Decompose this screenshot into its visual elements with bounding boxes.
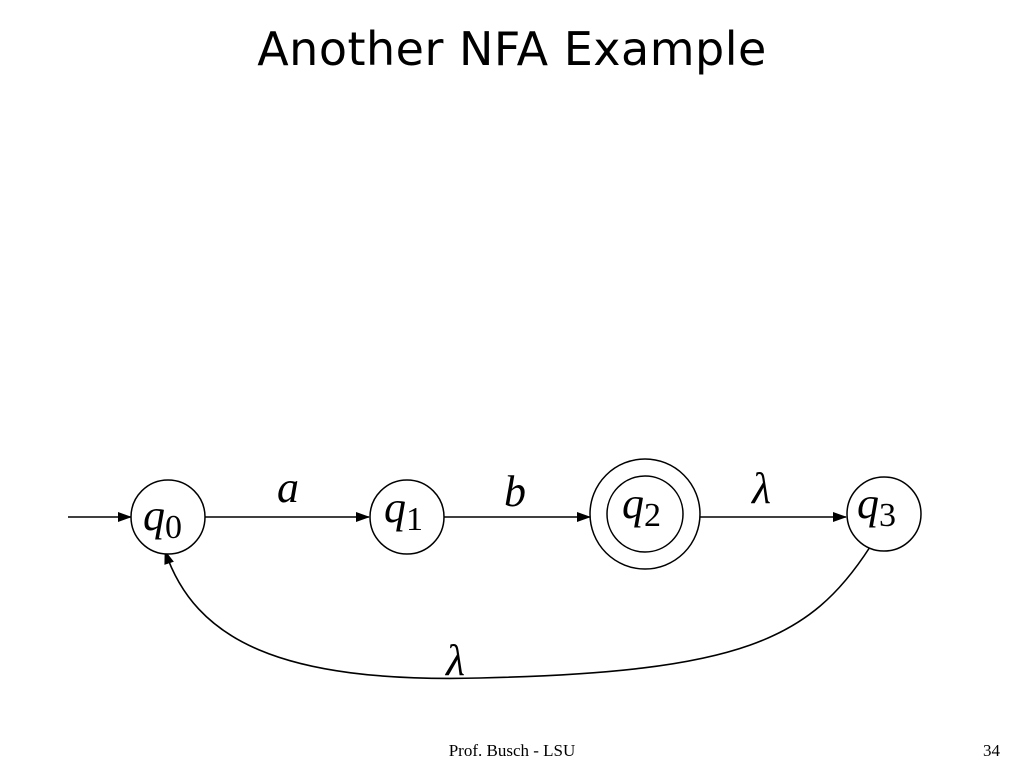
state-q0-label: q0 <box>143 491 182 546</box>
edge-label-lambda-q3-q0: λ <box>444 636 465 685</box>
page-number: 34 <box>983 741 1000 760</box>
footer-author: Prof. Busch - LSU <box>448 741 576 760</box>
state-q1-label: q1 <box>384 483 423 538</box>
state-q3: q3 <box>846 476 922 552</box>
transition-q3-q0 <box>164 546 871 680</box>
edge-label-lambda-q2-q3: λ <box>750 464 771 513</box>
state-q2-accepting: q2 <box>589 458 701 570</box>
state-q1: q1 <box>369 479 445 555</box>
state-q3-label: q3 <box>857 479 896 534</box>
state-q2-label: q2 <box>622 479 661 534</box>
edge-label-b: b <box>504 467 526 516</box>
slide-title: Another NFA Example <box>257 22 767 76</box>
edge-label-a: a <box>277 463 299 512</box>
state-q0: q0 <box>130 479 206 555</box>
